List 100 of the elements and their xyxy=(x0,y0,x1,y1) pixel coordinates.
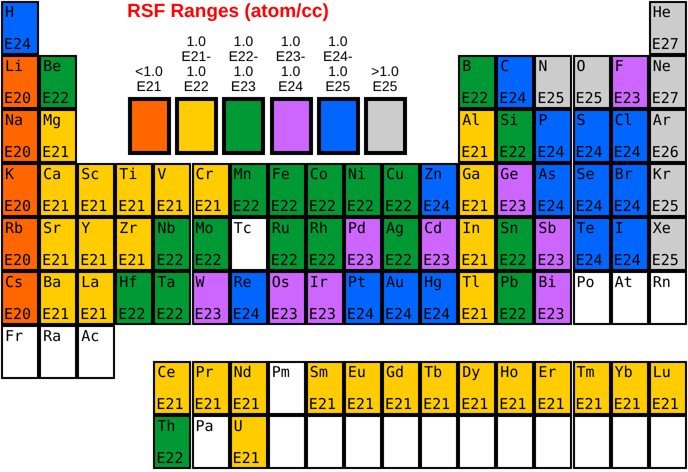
rsf-value: E21 xyxy=(42,144,70,161)
element-symbol: I xyxy=(614,220,624,237)
rsf-value: E22 xyxy=(308,198,336,215)
element-symbol: Pa xyxy=(196,418,214,435)
element-cell xyxy=(420,361,458,415)
element-symbol: Rn xyxy=(652,274,671,291)
element-cell xyxy=(39,109,78,163)
element-symbol: Ti xyxy=(119,166,138,183)
element-symbol: Re xyxy=(234,274,252,291)
rsf-value: E21 xyxy=(156,396,184,413)
element-cell xyxy=(572,109,611,163)
element-cell xyxy=(420,217,458,271)
element-symbol: Cr xyxy=(196,166,214,183)
element-symbol: Ta xyxy=(157,274,176,291)
element-cell xyxy=(230,271,268,325)
rsf-value: E21 xyxy=(461,396,488,413)
element-cell xyxy=(610,163,649,217)
rsf-value: E21 xyxy=(346,396,374,413)
element-symbol: Y xyxy=(81,220,90,237)
element-cell xyxy=(572,163,611,217)
element-cell xyxy=(153,217,192,271)
rsf-value: E24 xyxy=(232,306,260,323)
element-symbol: Er xyxy=(538,364,556,381)
element-cell xyxy=(610,361,649,415)
element-cell xyxy=(230,415,268,469)
element-symbol: U xyxy=(234,418,243,435)
rsf-value: E22 xyxy=(499,252,526,269)
rsf-value: E21 xyxy=(537,396,564,413)
rsf-value: E24 xyxy=(499,90,526,107)
element-symbol: P xyxy=(538,112,548,129)
legend-label: <1.0 E21 xyxy=(134,64,164,94)
element-cell xyxy=(572,55,611,109)
element-symbol: Fe xyxy=(272,166,290,183)
rsf-value: E23 xyxy=(499,198,526,215)
element-cell xyxy=(572,361,611,415)
rsf-value: E22 xyxy=(118,306,146,323)
element-symbol: S xyxy=(576,112,586,129)
element-symbol: Si xyxy=(500,112,518,129)
rsf-value: E22 xyxy=(385,252,412,269)
element-symbol: Br xyxy=(614,166,633,183)
element-cell xyxy=(268,361,306,415)
element-symbol: Rh xyxy=(310,220,328,237)
element-cell xyxy=(496,109,534,163)
rsf-value: E23 xyxy=(614,90,641,107)
rsf-value: E21 xyxy=(461,198,488,215)
element-cell xyxy=(610,217,649,271)
element-cell xyxy=(306,271,344,325)
rsf-value: E22 xyxy=(270,198,298,215)
element-symbol: Ga xyxy=(462,166,480,183)
rsf-value: E20 xyxy=(4,198,32,215)
element-symbol: Au xyxy=(386,274,404,291)
element-symbol: Cl xyxy=(614,112,633,129)
element-cell xyxy=(192,361,230,415)
element-cell xyxy=(230,361,268,415)
rsf-value: E21 xyxy=(308,396,336,413)
element-symbol: As xyxy=(538,166,556,183)
rsf-value: E23 xyxy=(194,306,222,323)
element-symbol: Co xyxy=(310,166,328,183)
element-symbol: Sc xyxy=(81,166,100,183)
rsf-value: E22 xyxy=(461,90,488,107)
rsf-value: E22 xyxy=(42,90,70,107)
element-symbol: Ac xyxy=(81,328,100,345)
rsf-value: E20 xyxy=(4,252,32,269)
element-cell xyxy=(534,217,572,271)
element-cell xyxy=(610,271,649,325)
element-symbol: Ba xyxy=(43,274,62,291)
element-symbol: Al xyxy=(462,112,480,129)
rsf-value: E21 xyxy=(461,252,488,269)
rsf-value: E24 xyxy=(576,144,603,161)
legend-label: 1.0 E23- 1.0 E24 xyxy=(274,34,306,94)
element-cell xyxy=(344,271,382,325)
element-cell xyxy=(344,217,382,271)
element-cell xyxy=(192,163,230,217)
element-symbol: Ir xyxy=(310,274,328,291)
element-cell xyxy=(648,109,687,163)
element-cell xyxy=(268,271,306,325)
element-cell xyxy=(496,163,534,217)
element-symbol: B xyxy=(462,58,472,75)
rsf-value: E21 xyxy=(118,198,146,215)
rsf-value: E24 xyxy=(423,198,450,215)
rsf-value: E22 xyxy=(499,306,526,323)
element-symbol: Ra xyxy=(43,328,62,345)
element-cell xyxy=(39,55,78,109)
element-cell xyxy=(648,271,687,325)
element-symbol: Na xyxy=(5,112,24,129)
rsf-value: E20 xyxy=(4,90,32,107)
rsf-value: E24 xyxy=(385,306,412,323)
element-symbol: Xe xyxy=(652,220,671,237)
element-cell xyxy=(115,163,154,217)
rsf-value: E22 xyxy=(156,252,184,269)
element-cell xyxy=(648,217,687,271)
rsf-value: E21 xyxy=(232,396,260,413)
element-symbol: Mn xyxy=(234,166,252,183)
rsf-value: E21 xyxy=(42,198,70,215)
element-symbol: W xyxy=(196,274,205,291)
rsf-value: E26 xyxy=(652,144,679,161)
element-symbol: Kr xyxy=(652,166,671,183)
element-cell xyxy=(39,163,78,217)
rsf-value: E22 xyxy=(156,306,184,323)
rsf-value: E23 xyxy=(270,306,298,323)
